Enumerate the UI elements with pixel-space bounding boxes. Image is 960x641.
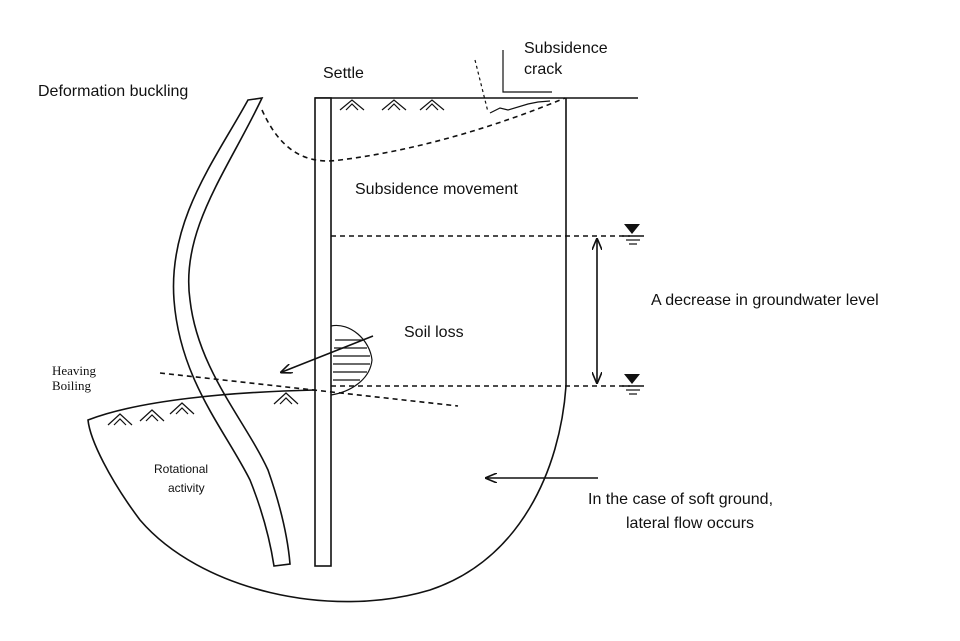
subsidence-curve — [261, 97, 566, 162]
label-subsidence-crack-1: Subsidence — [524, 40, 608, 57]
label-subsidence-movement: Subsidence movement — [355, 181, 518, 198]
crack-marker — [502, 50, 552, 93]
arrow-icon — [282, 335, 374, 372]
heaving-line-upper — [159, 372, 459, 407]
label-rotational-2: activity — [168, 481, 205, 495]
failure-circle-arc — [87, 385, 567, 603]
label-lateral-flow-1: In the case of soft ground, — [588, 491, 773, 508]
label-settle: Settle — [323, 65, 364, 82]
label-groundwater-decrease: A decrease in groundwater level — [651, 292, 879, 309]
label-soil-loss: Soil loss — [404, 324, 464, 341]
water-table-triangle-icon — [622, 374, 644, 395]
ground-hatch-icon — [339, 99, 445, 111]
retaining-wall — [314, 97, 332, 567]
label-heaving: Heaving — [52, 363, 97, 378]
label-deformation-buckling: Deformation buckling — [38, 83, 188, 100]
label-subsidence-crack-2: crack — [524, 61, 563, 78]
soil-loss-bulge — [330, 324, 373, 396]
crack-line-dashed — [474, 59, 489, 113]
label-lateral-flow-2: lateral flow occurs — [626, 515, 754, 532]
crack-line-solid — [489, 100, 551, 114]
soil-loss-hatch — [333, 339, 370, 381]
ground-hatch-icon — [107, 392, 299, 426]
label-rotational-1: Rotational — [154, 462, 208, 476]
label-boiling: Boiling — [52, 378, 92, 393]
deformed-wall-outline — [172, 96, 291, 567]
water-table-triangle-icon — [622, 224, 644, 245]
